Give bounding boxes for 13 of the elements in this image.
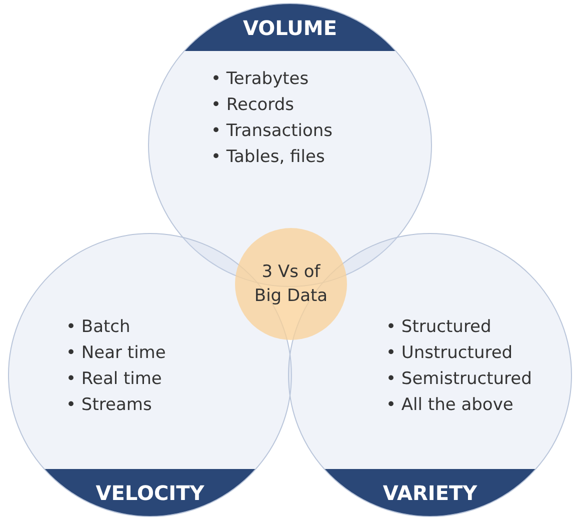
list-item: • Records: [211, 94, 296, 117]
list-item: • Transactions: [211, 120, 333, 143]
list-item: • Structured: [386, 316, 492, 339]
list-item: • Unstructured: [386, 342, 514, 365]
list-item: • Semistructured: [386, 368, 532, 391]
list-item: • Streams: [66, 394, 153, 417]
list-item: • Real time: [66, 368, 163, 391]
center-label: 3 Vs of Big Data: [253, 261, 329, 308]
list-item: • Tables, files: [211, 146, 326, 169]
list-item: • Batch: [66, 316, 132, 339]
list-item: • Near time: [66, 342, 166, 365]
list-item: • Terabytes: [211, 68, 310, 91]
list-item: • All the above: [386, 394, 514, 417]
